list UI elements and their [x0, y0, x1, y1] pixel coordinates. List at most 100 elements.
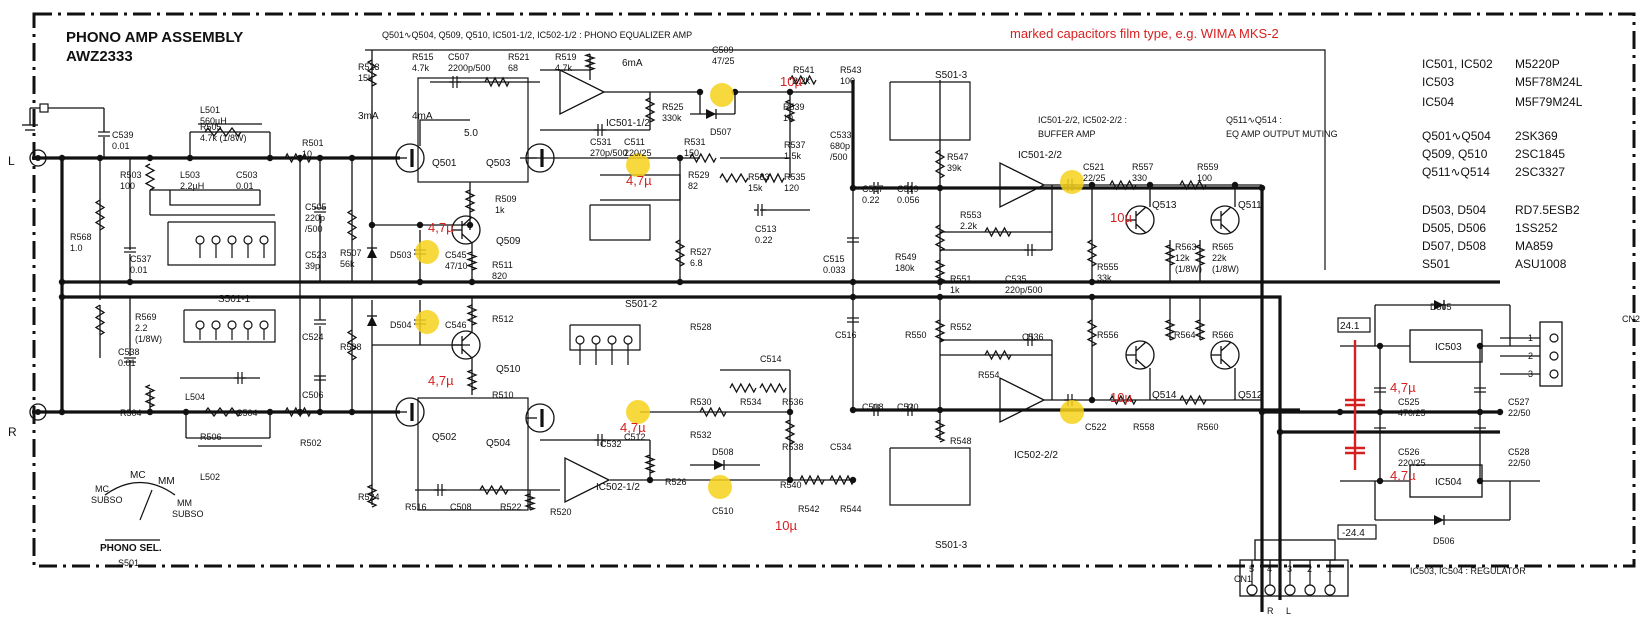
component-c525: 470/25 [1398, 408, 1426, 418]
component-c527: 22/50 [1508, 408, 1531, 418]
junction-dot [936, 293, 944, 301]
selector-arc [104, 482, 176, 496]
junction-dot [1088, 181, 1096, 189]
highlight-marker [626, 153, 650, 177]
component-r552: R552 [950, 322, 972, 332]
junction-dot [1276, 428, 1284, 436]
component-c507: C507 [448, 52, 470, 62]
junction-dot [466, 221, 474, 229]
component-r543: R543 [840, 65, 862, 75]
component-r507: 56k [340, 259, 355, 269]
resistor-symbol [144, 163, 156, 191]
component-r527: R527 [690, 247, 712, 257]
component-r529: 82 [688, 181, 698, 191]
resistor-symbol [934, 149, 946, 179]
parts-value: 1SS252 [1515, 221, 1558, 235]
component-r563: 12k [1175, 253, 1190, 263]
resistor-symbol [984, 226, 1012, 238]
jack-symbol [29, 149, 47, 167]
component-c526: C526 [1398, 447, 1420, 457]
red-c522: 10µ [1110, 390, 1132, 405]
cn2-pin: 3 [1528, 369, 1533, 379]
parts-ref: S501 [1422, 257, 1450, 271]
resistor-symbol [934, 259, 946, 283]
component-c521: 22/25 [1083, 173, 1106, 183]
highlight-marker [708, 475, 732, 499]
header-note: Q501∿Q504, Q509, Q510, IC501-1/2, IC502-… [382, 30, 692, 40]
junction-dot [316, 154, 324, 162]
board-outline [32, 12, 1636, 568]
diode-symbol [1434, 515, 1444, 525]
resistor-symbol [1164, 244, 1176, 266]
component-r515: R515 [412, 52, 434, 62]
component-d508: D508 [712, 447, 734, 457]
junction-dot [368, 221, 376, 229]
transistor-label: Q502 [432, 432, 457, 443]
junction-dot [416, 278, 424, 286]
component-c535: C535 [1005, 274, 1027, 284]
diode-symbol [1434, 300, 1444, 310]
red-c525: 4,7µ [1390, 380, 1416, 395]
highlight-marker [415, 310, 439, 334]
component-r548: R548 [950, 436, 972, 446]
phono-sel-mm: SUBSO [172, 509, 204, 519]
left-input-label: L [8, 154, 15, 168]
component-c538: C538 [118, 347, 140, 357]
red-c546: 4,7µ [428, 373, 454, 388]
component-r516: R516 [405, 502, 427, 512]
resistor-symbol [94, 199, 106, 231]
component-r538: R538 [782, 442, 804, 452]
component-c510: C510 [712, 506, 734, 516]
transistor-label: Q513 [1152, 200, 1177, 211]
resistor-symbol [466, 304, 478, 326]
component-r535: R535 [784, 172, 806, 182]
component-r511: 820 [492, 271, 507, 281]
junction-dot [58, 408, 66, 416]
resistor-symbol [1164, 319, 1176, 341]
component-c512: C512 [624, 432, 646, 442]
switch-label: S501-1 [218, 294, 251, 305]
parts-ref: IC501, IC502 [1422, 57, 1493, 71]
buffer-note: BUFFER AMP [1038, 129, 1096, 139]
junction-dot [96, 154, 104, 162]
resistor-symbol [204, 406, 242, 418]
component-r539: R539 [783, 102, 805, 112]
component-c525: C525 [1398, 397, 1420, 407]
cn1-pin: 4 [1267, 564, 1272, 574]
resistor-symbol [484, 76, 510, 88]
component-r551: R551 [950, 274, 972, 284]
ic-label: IC503 [1435, 342, 1462, 353]
component-d507: D507 [710, 127, 732, 137]
resistor-symbol [759, 172, 785, 184]
rail-neg: -24.4 [1342, 528, 1365, 539]
highlight-marker [626, 400, 650, 424]
ic-label: IC504 [1435, 477, 1462, 488]
parts-ref: Q501∿Q504 [1422, 129, 1491, 143]
component-l501: 560µH [200, 116, 227, 126]
junction-dot [1088, 293, 1096, 301]
red-c510: 10µ [775, 518, 797, 533]
annotation-note: marked capacitors film type, e.g. WIMA M… [1010, 26, 1279, 41]
component-c531: C531 [590, 137, 612, 147]
junction-dot [186, 154, 194, 162]
component-c532: C532 [600, 439, 622, 449]
component-r527: 6.8 [690, 258, 703, 268]
junction-dot [468, 278, 476, 286]
resistor-symbol [644, 97, 656, 123]
component-c536: C536 [1022, 332, 1044, 342]
component-r553: 2.2k [960, 221, 978, 231]
junction-dot [786, 88, 794, 96]
switch-label: S501-2 [625, 299, 658, 310]
junction-dot [936, 406, 944, 414]
component-d505: D505 [1430, 302, 1452, 312]
component-r525: R525 [662, 102, 684, 112]
resistor-symbol [366, 59, 378, 87]
component-c523: 39p [305, 261, 320, 271]
component-r506: R506 [200, 432, 222, 442]
component-r531: R531 [684, 137, 706, 147]
component-r509: R509 [495, 194, 517, 204]
component-c513: 0.22 [755, 235, 773, 245]
component-c527: C527 [1508, 397, 1530, 407]
component-c507: 2200p/500 [448, 63, 491, 73]
